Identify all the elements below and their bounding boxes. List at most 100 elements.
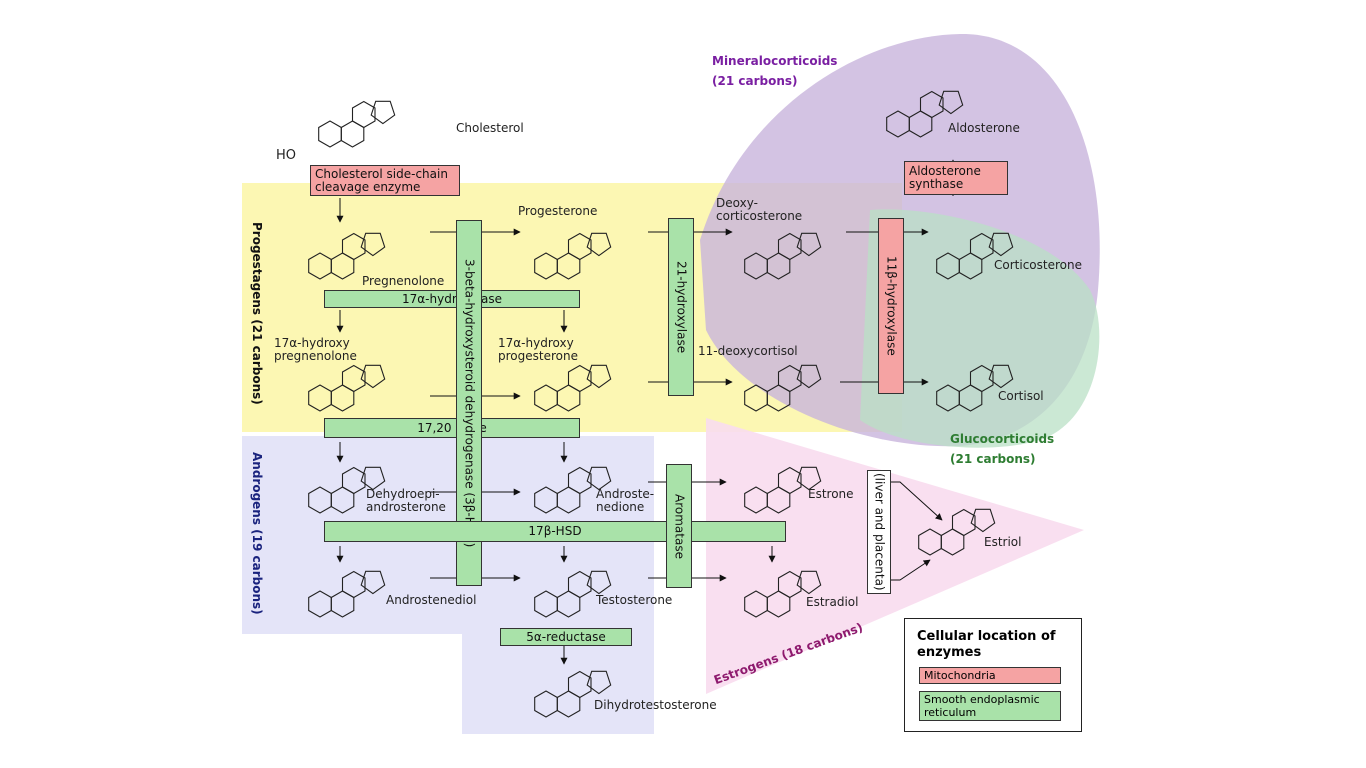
11b-hydroxylase-box: 11β-hydroxylase: [878, 218, 904, 394]
estradiol-structure: [744, 570, 822, 618]
androstenedione-label: Androste- nedione: [596, 487, 655, 514]
17-20-lyase-box: 17,20 lyase: [324, 418, 580, 438]
deoxycorticosterone-ring-4: [796, 232, 822, 257]
corticosterone-structure: [936, 232, 1014, 280]
pregnenolone-structure: [308, 232, 386, 280]
dht-ring-3: [567, 670, 592, 699]
deoxycortisol-structure: [744, 364, 822, 412]
side-chain-cleavage-enzyme-box: Cholesterol side-chain cleavage enzyme: [310, 165, 460, 196]
progesterone-ring-4: [586, 232, 612, 257]
estriol-label: Estriol: [984, 535, 1022, 549]
molecule-structures: [308, 90, 1014, 718]
androstenediol-structure: [308, 570, 386, 618]
21-hydroxylase-label: 21-hydroxylase: [674, 260, 689, 354]
5a-reductase-box: 5α-reductase: [500, 628, 632, 646]
glucocorticoids-region: [860, 209, 1100, 448]
aldosterone-ring-3: [919, 90, 944, 119]
androstenediol-ring-4: [360, 570, 386, 595]
cortisol-structure: [936, 364, 1014, 412]
legend-title: Cellular location of enzymes: [917, 629, 1056, 660]
legend-mitochondria: Mitochondria: [919, 667, 1061, 684]
deoxycortisol-ring-3: [777, 364, 802, 393]
estriol-structure: [918, 508, 996, 556]
5a-reductase-label: 5α-reductase: [526, 629, 606, 644]
progesterone-structure: [534, 232, 612, 280]
liver-placenta-box: (liver and placenta): [867, 470, 891, 594]
17a-hydroxylase-label: 17α-hydroxylase: [401, 291, 502, 306]
hydroxypregnenolone-ring-3: [341, 364, 366, 393]
estrone-structure: [744, 466, 822, 514]
cholesterol-structure: [318, 100, 396, 148]
dht-label: Dihydrotestosterone: [594, 698, 717, 712]
pregnenolone-ring-4: [360, 232, 386, 257]
deoxycortisol-ring-4: [796, 364, 822, 389]
deoxycorticosterone-structure: [744, 232, 822, 280]
pregnenolone-ring-3: [341, 232, 366, 261]
glucocorticoids-carbons-label: (21 carbons): [950, 452, 1036, 466]
11b-hydroxylase-label: 11β-hydroxylase: [884, 256, 899, 356]
17a-hydroxylase-box: 17α-hydroxylase: [324, 290, 580, 308]
androgens-group-label: Androgens (19 carbons): [250, 452, 264, 615]
aldosterone-synthase-box: Aldosterone synthase: [904, 161, 1008, 195]
dhea-label: Dehydroepi- androsterone: [366, 487, 446, 514]
cholesterol-ring-4: [370, 100, 396, 125]
deoxycorticosterone-ring-3: [777, 232, 802, 261]
hydroxypregnenolone-label: 17α-hydroxy pregnenolone: [274, 336, 357, 363]
testosterone-ring-4: [586, 570, 612, 595]
aldosterone-structure: [886, 90, 964, 138]
androstenedione-structure: [534, 466, 612, 514]
corticosterone-label: Corticosterone: [994, 258, 1082, 272]
legend-er-label: Smooth endoplasmic reticulum: [924, 693, 1040, 719]
mineralocorticoids-group-label: Mineralocorticoids: [712, 54, 838, 68]
progestagens-group-label: Progestagens (21 carbons): [250, 222, 264, 405]
dhea-structure: [308, 466, 386, 514]
pregnenolone-label: Pregnenolone: [362, 274, 445, 288]
aromatase-box: Aromatase: [666, 464, 692, 588]
estradiol-ring-3: [777, 570, 802, 599]
androstenedione-ring-4: [586, 466, 612, 491]
hydroxyprogesterone-ring-4: [586, 364, 612, 389]
liver-placenta-label: (liver and placenta): [872, 473, 887, 591]
dht-ring-4: [586, 670, 612, 695]
testosterone-ring-3: [567, 570, 592, 599]
progesterone-ring-3: [567, 232, 592, 261]
estradiol-ring-4: [796, 570, 822, 595]
cholesterol-ring-3: [351, 100, 376, 129]
hydroxyprogesterone-ring-3: [567, 364, 592, 393]
17b-hsd-label: 17β-HSD: [528, 524, 582, 538]
testosterone-label: Testosterone: [596, 593, 673, 607]
cortisol-ring-3: [969, 364, 994, 393]
aromatase-label: Aromatase: [672, 493, 687, 559]
hydroxypregnenolone-structure: [308, 364, 386, 412]
dhea-ring-3: [341, 466, 366, 495]
cortisol-ring-4: [988, 364, 1014, 389]
glucocorticoids-group-label: Glucocorticoids: [950, 432, 1055, 446]
cholesterol-ring-1: [318, 120, 342, 148]
aldosterone-ring-4: [938, 90, 964, 115]
estrone-ring-3: [777, 466, 802, 495]
deoxycorticosterone-label: Deoxy- corticosterone: [716, 196, 803, 223]
dhea-ring-4: [360, 466, 386, 491]
estriol-ring-4: [970, 508, 996, 533]
aldosterone-label: Aldosterone: [948, 121, 1020, 135]
17b-hsd-box: 17β-HSD: [324, 521, 786, 542]
hydroxyprogesterone-structure: [534, 364, 612, 412]
side-chain-cleavage-label: Cholesterol side-chain cleavage enzyme: [315, 166, 448, 194]
legend-mitochondria-label: Mitochondria: [924, 669, 996, 682]
deoxycortisol-label: 11-deoxycortisol: [698, 344, 798, 358]
progesterone-label: Progesterone: [518, 204, 598, 218]
mineralocorticoids-carbons-label: (21 carbons): [712, 74, 798, 88]
corticosterone-ring-3: [969, 232, 994, 261]
3b-hsd-label: 3-beta-hydroxysteroid dehydrogenase (3β-…: [462, 258, 477, 548]
androstenediol-ring-3: [341, 570, 366, 599]
estradiol-label: Estradiol: [806, 595, 859, 609]
androstenediol-label: Androstenediol: [386, 593, 477, 607]
hydroxypregnenolone-ring-4: [360, 364, 386, 389]
21-hydroxylase-box: 21-hydroxylase: [668, 218, 694, 396]
estrone-label: Estrone: [808, 487, 854, 501]
cortisol-label: Cortisol: [998, 389, 1044, 403]
testosterone-structure: [534, 570, 612, 618]
hydroxyprogesterone-label: 17α-hydroxy progesterone: [498, 336, 578, 363]
cholesterol-name: Cholesterol: [456, 121, 524, 135]
legend-er: Smooth endoplasmic reticulum: [919, 691, 1061, 721]
